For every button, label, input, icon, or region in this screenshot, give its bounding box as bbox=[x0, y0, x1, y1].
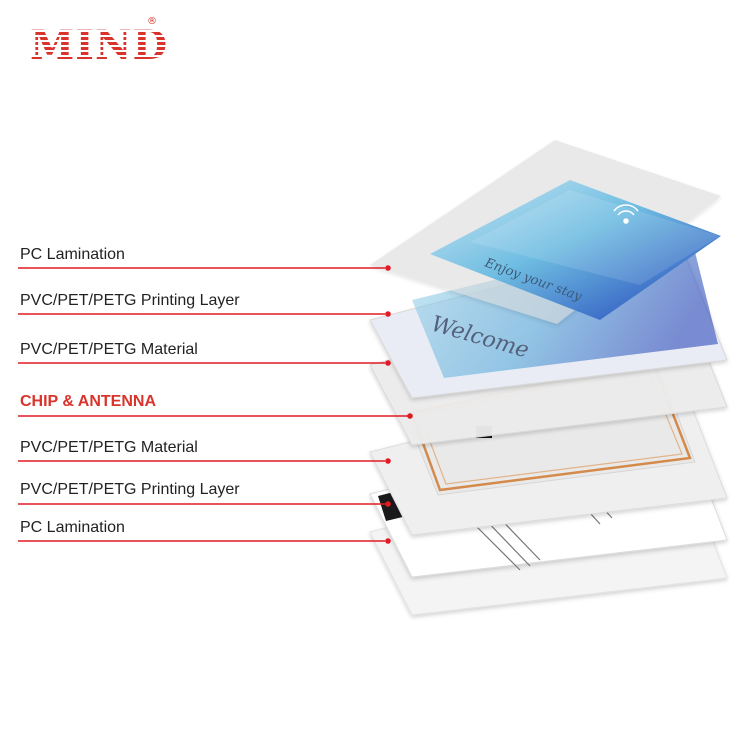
registered-mark: ® bbox=[147, 16, 157, 27]
layer-1-card: Enjoy your stay bbox=[370, 140, 721, 324]
brand-logo: MIND bbox=[30, 22, 169, 69]
leader-dots bbox=[385, 265, 413, 544]
label-chip-antenna: CHIP & ANTENNA bbox=[20, 393, 157, 410]
label-printing-layer-top: PVC/PET/PETG Printing Layer bbox=[20, 292, 240, 309]
label-material-top: PVC/PET/PETG Material bbox=[20, 341, 198, 358]
nfc-icon bbox=[613, 204, 639, 224]
label-pc-lamination-top: PC Lamination bbox=[20, 246, 125, 263]
label-material-bottom: PVC/PET/PETG Material bbox=[20, 439, 198, 456]
label-printing-layer-bottom: PVC/PET/PETG Printing Layer bbox=[20, 481, 240, 498]
label-pc-lamination-bottom: PC Lamination bbox=[20, 519, 125, 536]
leader-lines bbox=[18, 267, 408, 542]
